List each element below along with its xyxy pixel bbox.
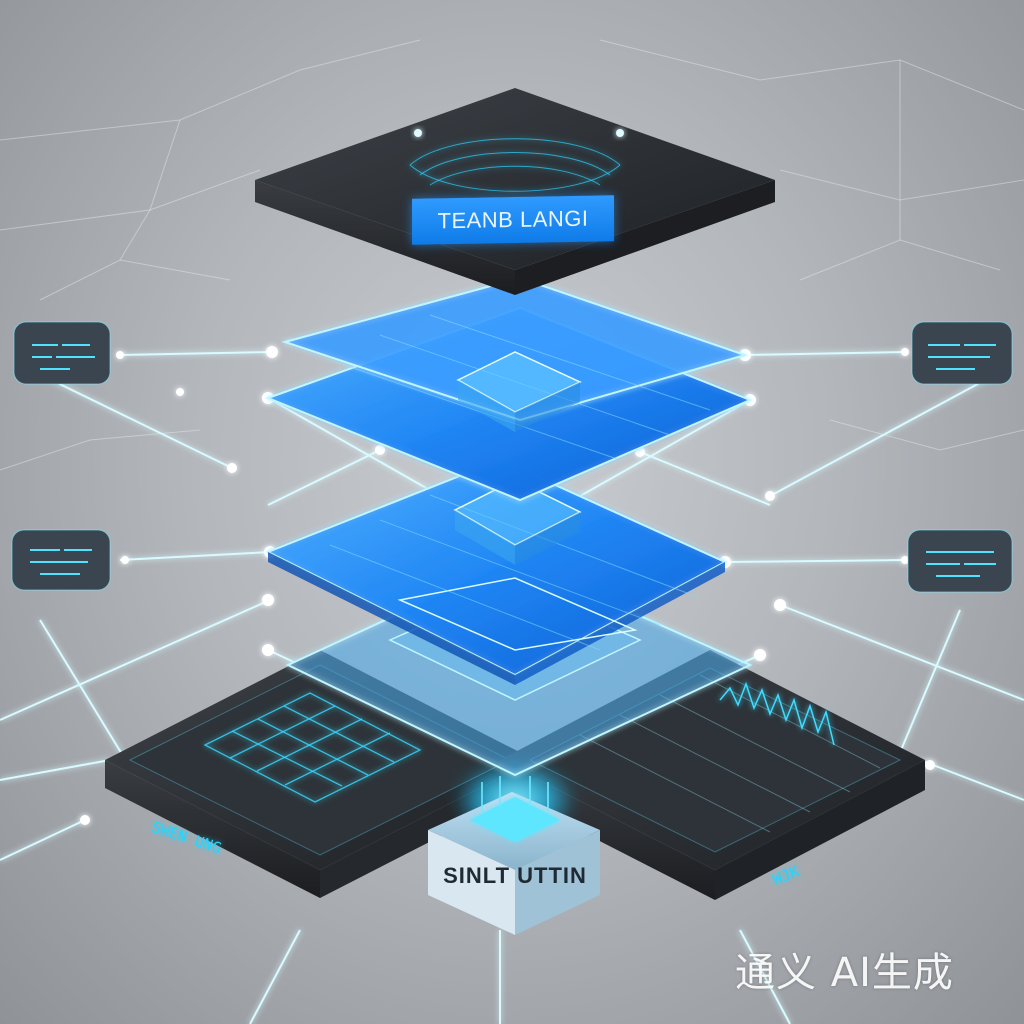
watermark: 通义 AI生成 bbox=[735, 950, 954, 996]
blue-layer-middle bbox=[265, 458, 728, 685]
side-panel-mid-left bbox=[11, 529, 111, 591]
top-platform bbox=[255, 88, 775, 295]
side-panel-mid-right bbox=[907, 529, 1013, 593]
layer-cube-top bbox=[456, 351, 582, 432]
background-network bbox=[0, 39, 1024, 471]
side-panel-top-right bbox=[911, 321, 1013, 385]
side-panel-top-left bbox=[13, 321, 111, 385]
core-base-label: SINLT UTTIN bbox=[443, 863, 587, 888]
core-module bbox=[428, 760, 600, 935]
top-layer-label: TEANB LANGI bbox=[412, 195, 614, 245]
waveform bbox=[719, 681, 835, 746]
